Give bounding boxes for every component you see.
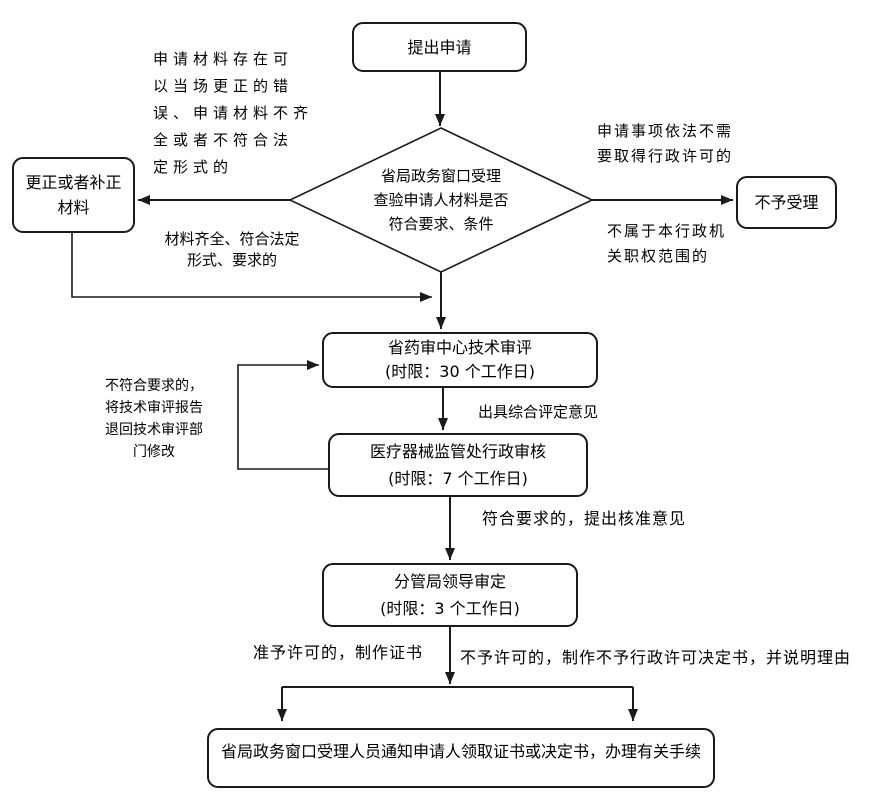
- arrow-feedback-admin-to-tech: [237, 360, 328, 470]
- note-materials-complete: 材料齐全、符合法定 形式、要求的: [164, 230, 300, 269]
- node-reject: 不予受理: [736, 176, 837, 229]
- node-tech-review: 省药审中心技术审评 (时限：30 个工作日): [322, 332, 598, 388]
- node-apply: 提出申请: [352, 22, 527, 72]
- arrow-correct-to-main-flow: [71, 230, 432, 302]
- node-final-notice: 省局政务窗口受理人员通知申请人领取证书或决定书，办理有关手续: [207, 728, 715, 788]
- node-admin-review: 医疗器械监管处行政审核 (时限：7 个工作日): [328, 433, 588, 497]
- note-feedback-rework: 不符合要求的， 将技术审评报告 退回技术审评部 门修改: [105, 378, 203, 460]
- label-eval-opinion: 出具综合评定意见: [478, 403, 599, 421]
- label-grant-cert: 准予许可的，制作证书: [253, 643, 424, 662]
- node-correct-materials: 更正或者补正 材料: [12, 157, 135, 233]
- note-no-permit-needed: 申请事项依法不需 要取得行政许可的: [597, 122, 734, 165]
- label-deny-decision: 不予许可的，制作不予行政许可决定书，并说明理由: [460, 648, 852, 667]
- note-correctable-error: 申请材料存在可 以当场更正的错 误、申请材料不齐 全或者不符合法 定形式的: [153, 50, 314, 176]
- label-approval-opinion: 符合要求的，提出核准意见: [482, 509, 687, 528]
- node-leader-review: 分管局领导审定 (时限：3 个工作日): [322, 563, 578, 627]
- node-decision: 省局政务窗口受理 查验申请人材料是否 符合要求、条件: [373, 167, 509, 233]
- note-out-of-scope: 不属于本行政机 关职权范围的: [607, 222, 727, 265]
